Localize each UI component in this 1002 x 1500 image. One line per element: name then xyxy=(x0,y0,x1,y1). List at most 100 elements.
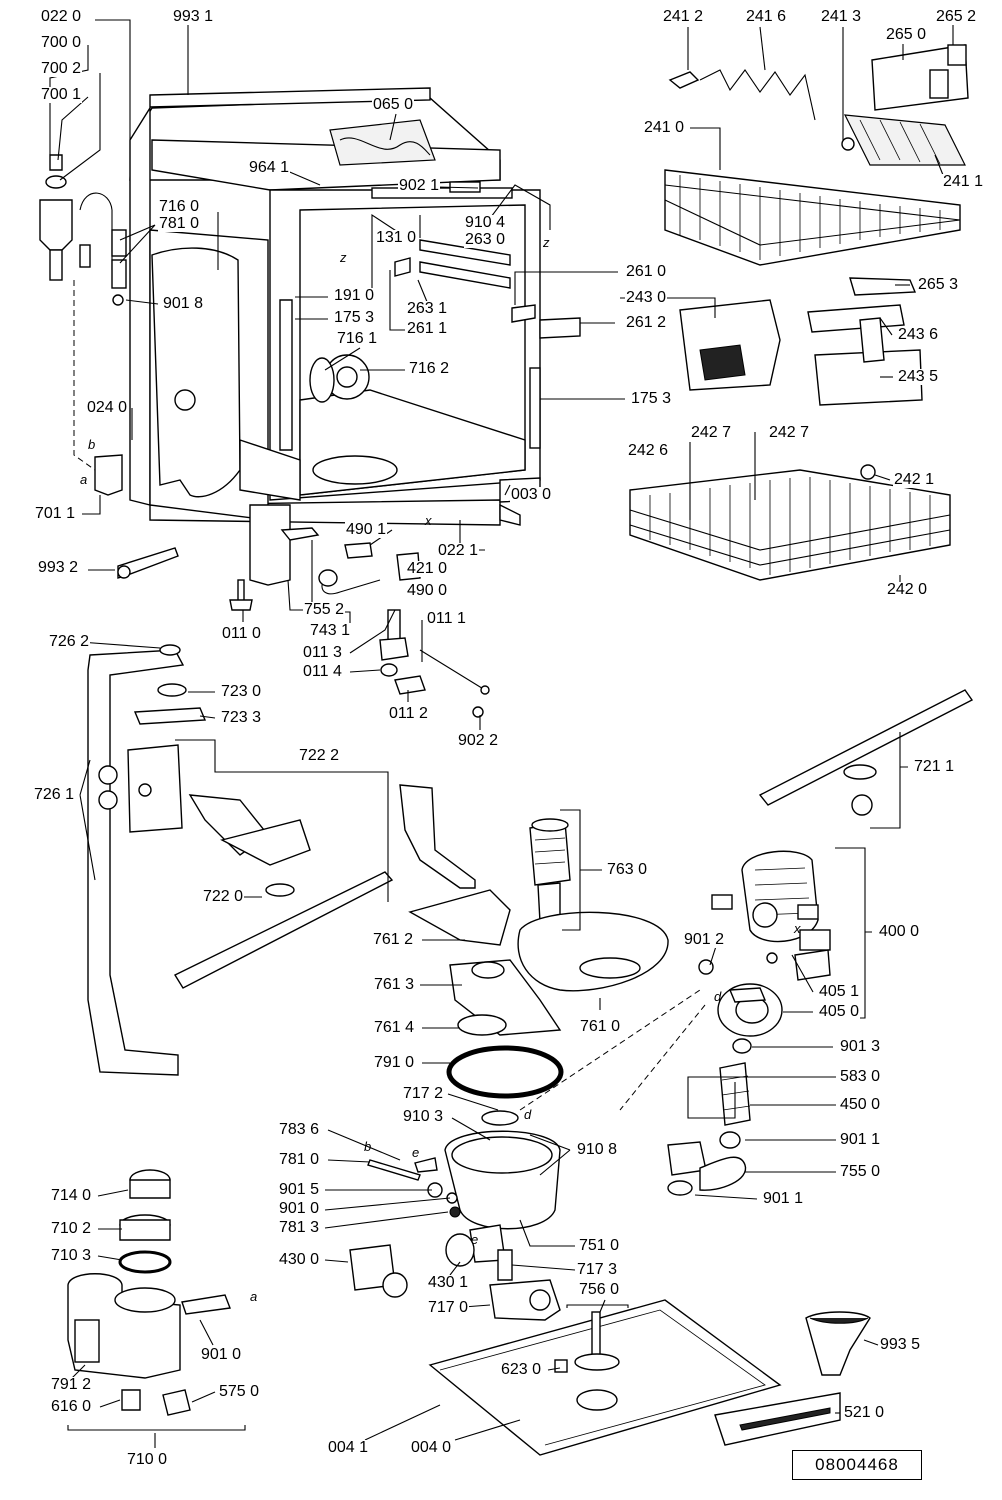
part-number-label: 717 0 xyxy=(427,1299,470,1316)
part-number-label: 993 2 xyxy=(37,559,80,576)
part-number-label: 241 6 xyxy=(745,8,788,25)
part-number-label: 722 0 xyxy=(202,888,245,905)
connection-letter: z xyxy=(543,235,550,250)
part-number-label: 623 0 xyxy=(500,1361,543,1378)
part-number-label: 004 1 xyxy=(327,1439,370,1456)
connection-letter: a xyxy=(80,472,88,487)
part-number-label: 421 0 xyxy=(406,560,449,577)
part-number-label: 011 3 xyxy=(302,644,343,661)
part-number-label: 716 0 xyxy=(158,198,201,215)
part-number-label: 575 0 xyxy=(218,1383,261,1400)
part-number-label: 722 2 xyxy=(298,747,341,764)
part-number-label: 243 0 xyxy=(625,289,668,306)
connection-letter: d xyxy=(524,1107,532,1122)
part-number-label: 405 0 xyxy=(818,1003,861,1020)
part-number-label: 241 0 xyxy=(643,119,686,136)
upper-basket xyxy=(664,44,969,406)
part-number-label: 993 1 xyxy=(172,8,215,25)
part-number-label: 761 2 xyxy=(372,931,415,948)
part-number-label: 726 2 xyxy=(48,633,91,650)
connection-letter: d xyxy=(714,989,722,1004)
part-number-label: 011 1 xyxy=(426,610,467,627)
part-number-label: 242 7 xyxy=(690,424,733,441)
part-number-label: 003 0 xyxy=(510,486,553,503)
part-number-label: 405 1 xyxy=(818,983,861,1000)
connection-letter: e xyxy=(471,1232,479,1247)
part-number-label: 717 3 xyxy=(576,1261,619,1278)
part-number-label: 490 0 xyxy=(406,582,449,599)
part-number-label: 490 1 xyxy=(345,521,388,538)
part-number-label: 243 5 xyxy=(897,368,940,385)
part-number-label: 763 0 xyxy=(606,861,649,878)
part-number-label: 430 0 xyxy=(278,1251,321,1268)
part-number-label: 521 0 xyxy=(843,1404,886,1421)
sump-filter-assembly xyxy=(349,818,701,1321)
rinse-aid-dispenser xyxy=(67,1169,246,1431)
connection-letter: z xyxy=(340,250,347,265)
part-number-label: 755 2 xyxy=(303,601,346,618)
part-number-label: 241 1 xyxy=(942,173,985,190)
part-number-label: 901 0 xyxy=(278,1200,321,1217)
part-number-label: 901 1 xyxy=(762,1190,805,1207)
part-number-label: 717 2 xyxy=(402,1085,445,1102)
part-number-label: 242 0 xyxy=(886,581,929,598)
part-number-label: 901 3 xyxy=(839,1038,882,1055)
part-number-label: 710 3 xyxy=(50,1247,93,1264)
part-number-label: 131 0 xyxy=(375,229,418,246)
part-number-label: 265 2 xyxy=(935,8,978,25)
part-number-label: 901 5 xyxy=(278,1181,321,1198)
part-number-label: 723 0 xyxy=(220,683,263,700)
part-number-label: 450 0 xyxy=(839,1096,882,1113)
part-number-label: 783 6 xyxy=(278,1121,321,1138)
connection-letter: a xyxy=(250,1289,258,1304)
connection-letter: b xyxy=(88,437,96,452)
part-number-label: 723 3 xyxy=(220,709,263,726)
part-number-label: 265 3 xyxy=(917,276,960,293)
part-number-label: 902 1 xyxy=(398,177,441,194)
part-number-label: 011 0 xyxy=(221,625,262,642)
part-number-label: 583 0 xyxy=(839,1068,882,1085)
connection-letter: e xyxy=(412,1145,420,1160)
part-number-label: 024 0 xyxy=(86,399,129,416)
part-number-label: 263 0 xyxy=(464,231,507,248)
connection-letter: b xyxy=(364,1139,372,1154)
part-number-label: 616 0 xyxy=(50,1398,93,1415)
part-number-label: 710 2 xyxy=(50,1220,93,1237)
part-number-label: 755 0 xyxy=(839,1163,882,1180)
part-number-label: 910 3 xyxy=(402,1108,445,1125)
part-number-label: 714 0 xyxy=(50,1187,93,1204)
part-number-label: 901 2 xyxy=(683,931,726,948)
part-number-label: 761 3 xyxy=(373,976,416,993)
part-number-label: 700 0 xyxy=(40,34,83,51)
part-number-label: 430 1 xyxy=(427,1274,470,1291)
part-number-label: 791 2 xyxy=(50,1376,93,1393)
part-number-label: 791 0 xyxy=(373,1054,416,1071)
part-number-label: 910 8 xyxy=(576,1141,619,1158)
part-number-label: 901 0 xyxy=(200,1346,243,1363)
part-number-label: 781 0 xyxy=(158,215,201,232)
part-number-label: 261 1 xyxy=(406,320,449,337)
part-number-label: 721 1 xyxy=(913,758,956,775)
part-number-label: 241 3 xyxy=(820,8,863,25)
part-number-label: 726 1 xyxy=(33,786,76,803)
part-number-label: 910 4 xyxy=(464,214,507,231)
part-number-label: 175 3 xyxy=(630,390,673,407)
part-number-label: 261 2 xyxy=(625,314,668,331)
part-number-label: 761 4 xyxy=(373,1019,416,1036)
part-number-label: 242 1 xyxy=(893,471,936,488)
spray-system xyxy=(87,644,974,1076)
circulation-pump xyxy=(619,850,831,1196)
part-number-label: 901 8 xyxy=(162,295,205,312)
part-number-label: 964 1 xyxy=(248,159,291,176)
part-number-label: 756 0 xyxy=(578,1281,621,1298)
part-number-label: 191 0 xyxy=(333,287,376,304)
part-number-label: 011 4 xyxy=(302,663,343,680)
part-number-label: 065 0 xyxy=(372,96,415,113)
part-number-label: 700 2 xyxy=(40,60,83,77)
part-number-label: 242 6 xyxy=(627,442,670,459)
part-number-label: 011 2 xyxy=(388,705,429,722)
part-number-label: 400 0 xyxy=(878,923,921,940)
part-number-label: 751 0 xyxy=(578,1237,621,1254)
left-side-parts xyxy=(39,154,490,718)
